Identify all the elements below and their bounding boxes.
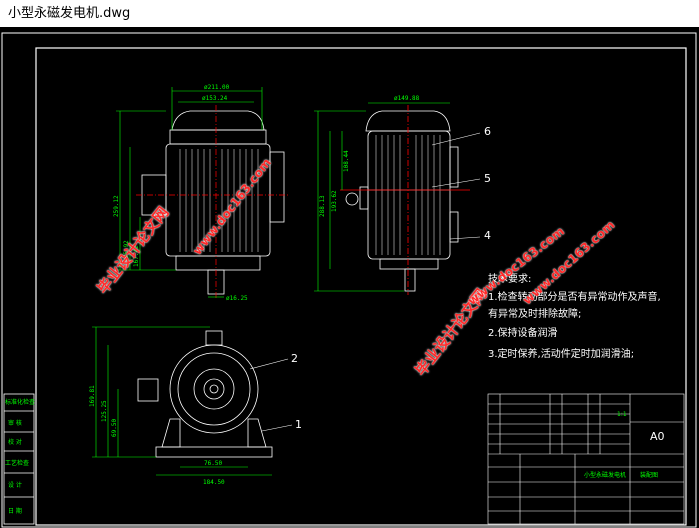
left-label: 工艺检查 bbox=[5, 459, 29, 467]
dim-label: 76.50 bbox=[204, 460, 222, 467]
dim-label: 184.50 bbox=[203, 479, 225, 486]
front-view bbox=[141, 110, 285, 295]
end-view bbox=[137, 330, 273, 458]
dim-label: ø16.25 bbox=[226, 295, 248, 302]
tech-note: 3.定时保养,活动件定时加润滑油; bbox=[488, 347, 634, 360]
material-label: 装配图 bbox=[640, 471, 658, 479]
drawing-name: 小型永磁发电机 bbox=[584, 471, 626, 479]
window-title: 小型永磁发电机.dwg bbox=[0, 0, 699, 27]
inner-frame bbox=[35, 47, 687, 526]
dim-label: 167.42 bbox=[133, 245, 140, 267]
drawing-canvas[interactable]: 标准化检查 审 核 校 对 工艺检查 设 计 日 期 bbox=[0, 27, 699, 528]
side-view bbox=[345, 110, 459, 292]
dim-label: ø149.88 bbox=[394, 95, 420, 102]
outer-frame bbox=[1, 32, 697, 528]
left-label: 标准化检查 bbox=[5, 398, 35, 406]
dim-label: ø211.00 bbox=[204, 84, 230, 91]
dim-label: 259.12 bbox=[113, 195, 120, 217]
sheet-size: A0 bbox=[650, 430, 665, 443]
title-block bbox=[487, 393, 685, 525]
left-label: 日 期 bbox=[8, 507, 22, 515]
cad-drawing: 标准化检查 审 核 校 对 工艺检查 设 计 日 期 bbox=[1, 32, 697, 528]
dim-label: 69.50 bbox=[111, 419, 118, 437]
dim-label: 193.62 bbox=[331, 190, 338, 212]
tech-note: 2.保持设备润滑 bbox=[488, 326, 558, 339]
tech-note: 有异常及时排除故障; bbox=[488, 307, 581, 320]
front-view-dims bbox=[116, 87, 263, 298]
callout-label: 2 bbox=[291, 352, 298, 365]
end-view-dims bbox=[92, 326, 272, 476]
side-view-red bbox=[340, 105, 470, 295]
left-label-column bbox=[3, 393, 35, 525]
callout-label: 6 bbox=[484, 125, 491, 138]
dim-label: 288.13 bbox=[319, 195, 326, 217]
tech-notes-heading: 技术要求: bbox=[488, 272, 531, 285]
front-view-centerlines bbox=[136, 105, 290, 299]
side-view-dims bbox=[314, 102, 450, 292]
end-view-leaders bbox=[249, 358, 293, 432]
left-label: 设 计 bbox=[8, 481, 22, 489]
dim-label: 195.92 bbox=[123, 240, 130, 262]
callout-label: 1 bbox=[295, 418, 302, 431]
callout-label: 4 bbox=[484, 229, 491, 242]
tech-note: 1.检查转动部分是否有异常动作及声音, bbox=[488, 290, 661, 303]
left-label: 审 核 bbox=[8, 419, 22, 427]
dim-label: 108.44 bbox=[343, 150, 350, 172]
dim-label: ø153.24 bbox=[202, 95, 228, 102]
dim-label: 169.81 bbox=[89, 385, 96, 407]
scale-label: 1:1 bbox=[617, 411, 627, 418]
left-label: 校 对 bbox=[8, 438, 22, 446]
dim-label: 125.25 bbox=[101, 400, 108, 422]
callout-label: 5 bbox=[484, 172, 491, 185]
side-view-leaders bbox=[431, 132, 481, 240]
